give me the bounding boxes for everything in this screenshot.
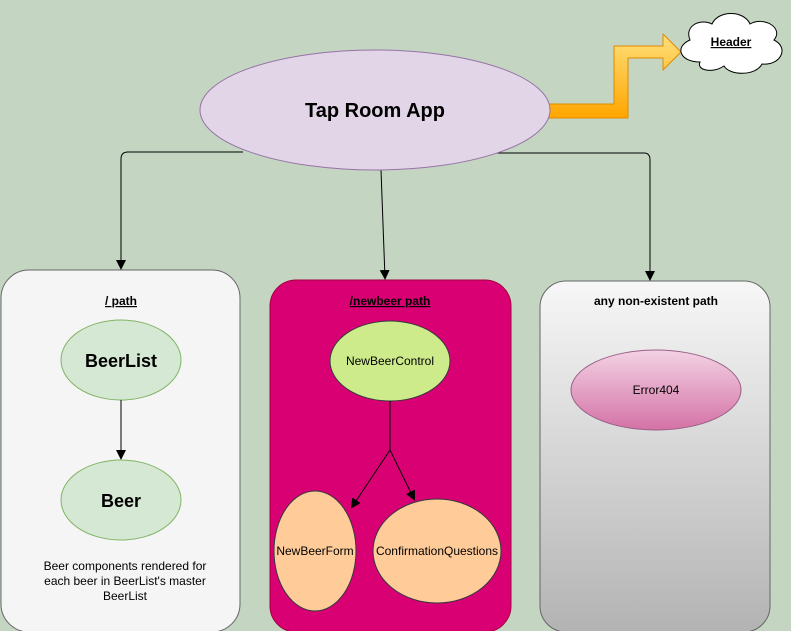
header-label: Header bbox=[711, 35, 752, 49]
newbeercontrol-label: NewBeerControl bbox=[346, 354, 434, 368]
beer-label: Beer bbox=[101, 491, 141, 511]
edge-control-to-form bbox=[350, 449, 391, 509]
root-node bbox=[199, 49, 551, 171]
edge-control-to-confirmation bbox=[389, 449, 415, 501]
panel-note-line-3: BeerList bbox=[103, 589, 148, 603]
root-label: Tap Room App bbox=[305, 100, 445, 122]
panel-note-line-2: each beer in BeerList's master bbox=[44, 574, 206, 588]
beerlist-label: BeerList bbox=[85, 351, 157, 371]
panel-root-path-title: / path bbox=[105, 294, 137, 308]
edge-root-to-root-path bbox=[116, 151, 243, 270]
node-confirmationquestions bbox=[372, 498, 502, 604]
panel-nonexistent-path-title: any non-existent path bbox=[594, 294, 718, 308]
error404-label: Error404 bbox=[633, 383, 680, 397]
edge-root-to-newbeer-path bbox=[379, 169, 390, 280]
panel-note-line-1: Beer components rendered for bbox=[44, 559, 207, 573]
node-beer bbox=[60, 459, 182, 541]
edge-root-to-nonexistent-path bbox=[497, 152, 655, 281]
panel-newbeer-path-title: /newbeer path bbox=[350, 294, 431, 308]
confirmationquestions-label: ConfirmationQuestions bbox=[376, 544, 498, 558]
header-arrow bbox=[547, 33, 682, 119]
panel-nonexistent-path bbox=[539, 280, 771, 631]
node-error404 bbox=[570, 349, 742, 431]
header-cloud bbox=[680, 13, 783, 74]
newbeerform-label: NewBeerForm bbox=[276, 544, 353, 558]
node-newbeerform bbox=[273, 490, 357, 612]
